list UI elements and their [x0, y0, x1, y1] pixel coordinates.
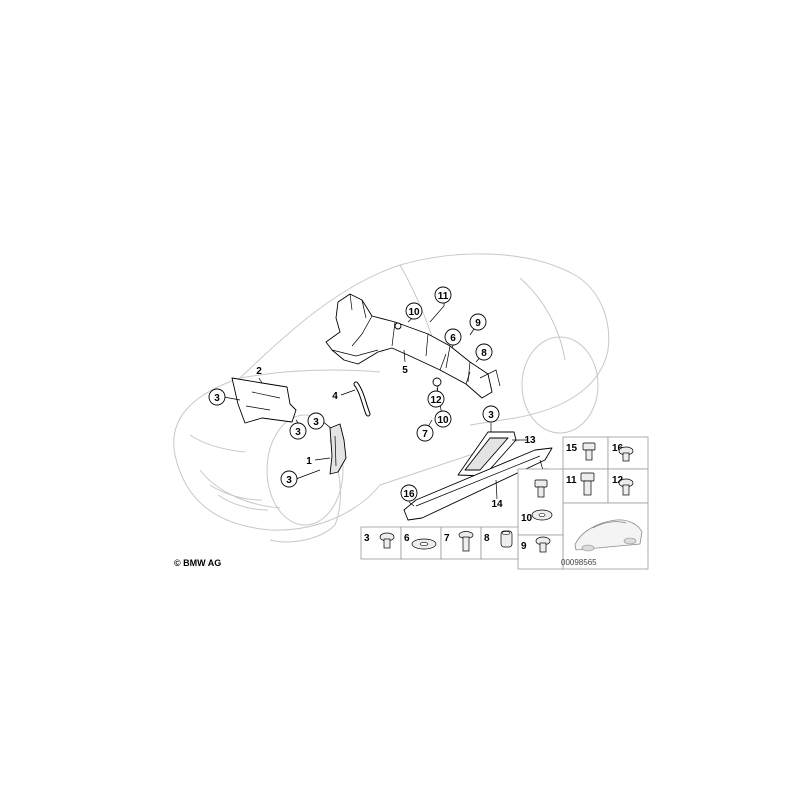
legend-label-7: 7 — [444, 533, 450, 544]
legend-label-12: 12 — [612, 475, 624, 486]
callout-13: 13 — [524, 435, 536, 446]
callout-circle-10b — [434, 410, 452, 428]
car-thumbnail — [574, 519, 643, 552]
washer-icon-6 — [411, 538, 437, 550]
legend-label-9: 9 — [521, 541, 527, 552]
callout-10b: 10 — [437, 415, 449, 426]
screw-icon-15a — [582, 442, 596, 461]
callout-2: 2 — [256, 366, 262, 377]
callout-3c: 3 — [313, 417, 319, 428]
callout-3a: 3 — [214, 393, 220, 404]
callout-circle-10a — [405, 302, 423, 320]
callout-1: 1 — [306, 456, 312, 467]
legend-label-11: 11 — [566, 475, 577, 486]
legend-label-8: 8 — [484, 533, 490, 544]
bolt-icon-7 — [458, 531, 474, 552]
legend-label-16: 16 — [612, 443, 624, 454]
callout-3d: 3 — [286, 475, 292, 486]
fastener-legend: 15 16 11 12 3 6 7 8 10 9 — [360, 436, 649, 570]
callout-circle-3b — [289, 422, 307, 440]
callout-circle-8 — [475, 343, 493, 361]
legend-label-15a: 15 — [566, 443, 578, 454]
screw-icon-16 — [618, 446, 634, 462]
legend-label-6: 6 — [404, 533, 410, 544]
part-4-hose — [353, 381, 371, 417]
callout-16: 16 — [403, 489, 415, 500]
callout-10a: 10 — [408, 307, 420, 318]
legend-cell-15b — [517, 468, 564, 536]
part-1-bracket — [329, 423, 347, 475]
callout-circle-7 — [416, 424, 434, 442]
screw-icon-3 — [379, 532, 395, 549]
legend-cell-3 — [360, 526, 402, 560]
callout-circle-12 — [427, 390, 445, 408]
screw-icon-9 — [535, 536, 551, 553]
callout-9: 9 — [475, 318, 481, 329]
part-5-frame — [325, 293, 501, 399]
callout-circle-3c — [307, 412, 325, 430]
legend-label-10: 10 — [521, 513, 533, 524]
legend-cell-15a — [562, 436, 609, 470]
car-outline — [173, 253, 610, 543]
nut-icon-8 — [500, 530, 513, 548]
callout-circle-3e — [482, 405, 500, 423]
callout-12: 12 — [430, 395, 442, 406]
callout-8: 8 — [481, 348, 487, 359]
callout-circle-3a — [208, 388, 226, 406]
callout-circle-9 — [469, 313, 487, 331]
part-2-shield — [231, 377, 297, 424]
legend-label-3: 3 — [364, 533, 370, 544]
callout-5: 5 — [402, 365, 408, 376]
callout-circle-16 — [400, 484, 418, 502]
washer-icon-10 — [531, 509, 553, 521]
callout-circle-3d — [280, 470, 298, 488]
callout-3e: 3 — [488, 410, 494, 421]
callout-7: 7 — [422, 429, 428, 440]
bolt-icon-15b — [534, 479, 548, 498]
callout-11: 11 — [438, 291, 449, 302]
bolt-icon-11 — [580, 472, 595, 496]
callout-4: 4 — [332, 391, 338, 402]
callout-circle-11 — [434, 286, 452, 304]
part-13-tray — [457, 431, 517, 477]
diagram-number: 00098565 — [561, 558, 597, 567]
callout-3b: 3 — [295, 427, 301, 438]
callout-6: 6 — [450, 333, 456, 344]
callouts: 3 2 3 3 1 3 4 5 10 11 6 9 8 12 10 7 3 13… — [208, 286, 554, 510]
callout-14: 14 — [491, 499, 503, 510]
callout-circle-6 — [444, 328, 462, 346]
part-14-sill — [403, 447, 553, 521]
screw-icon-12 — [618, 478, 634, 496]
copyright-text: © BMW AG — [174, 558, 221, 568]
